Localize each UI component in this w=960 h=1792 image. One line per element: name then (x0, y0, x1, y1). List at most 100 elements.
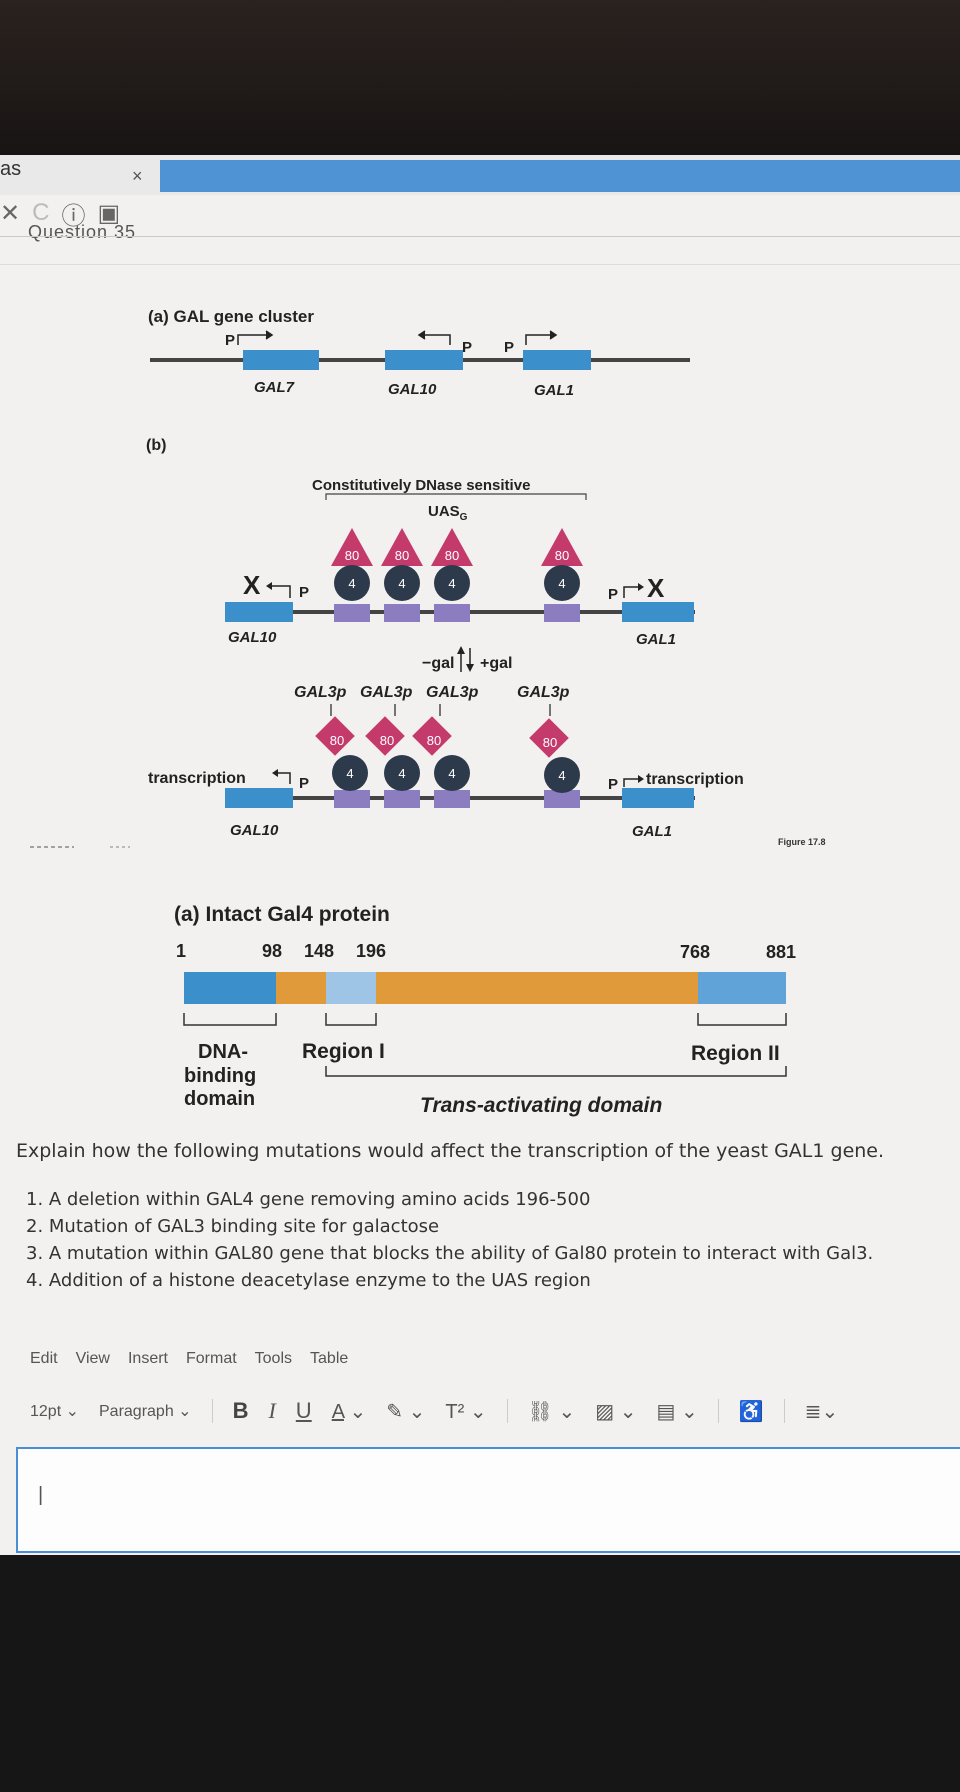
gal4-title: (a) Intact Gal4 protein (174, 903, 390, 926)
font-size-select[interactable]: 12pt ⌄ (30, 1403, 79, 1420)
active-tab-accent[interactable] (160, 160, 960, 192)
toolbar-divider (783, 1399, 785, 1423)
reader-icon[interactable]: ▣ (97, 199, 121, 227)
highlight-button[interactable]: ✎ ⌄ (386, 1399, 425, 1424)
gal1-label: GAL1 (636, 631, 676, 648)
image-button[interactable]: ▨ ⌄ (595, 1399, 636, 1424)
protein-4-label: 4 (398, 576, 405, 591)
menu-format[interactable]: Format (185, 1350, 237, 1367)
figure-caption: Figure 17.8 (778, 837, 826, 847)
protein-4-label: 4 (346, 766, 353, 781)
protein-4-label: 4 (448, 576, 455, 591)
document-button[interactable]: ▤ ⌄ (657, 1399, 698, 1424)
promoter-label: P (608, 586, 618, 603)
block-format-select[interactable]: Paragraph ⌄ (99, 1403, 192, 1420)
info-icon[interactable]: ⓘ (61, 202, 86, 230)
protein-80-label: 80 (445, 548, 459, 563)
protein-80-label: 80 (543, 735, 557, 750)
dnase-label: Constitutively DNase sensitive (312, 477, 530, 494)
tab-label[interactable]: as (0, 158, 22, 180)
minus-gal-label: −gal (422, 655, 454, 672)
menu-insert[interactable]: Insert (127, 1350, 168, 1367)
region-ii-segment (698, 972, 786, 1004)
region-i-segment (326, 972, 376, 1004)
dna-binding-label: domain (184, 1088, 255, 1110)
header-divider (0, 236, 960, 237)
linker-segment (276, 972, 326, 1004)
list-item: 3. A mutation within GAL80 gene that blo… (26, 1243, 874, 1264)
gene-gal1 (523, 350, 591, 370)
protein-80-label: 80 (395, 548, 409, 563)
protein-80-label: 80 (330, 733, 344, 748)
gal7-label: GAL7 (254, 379, 295, 396)
gal80-proteins (331, 528, 583, 566)
position-label: 148 (304, 941, 334, 961)
gene-gal1 (622, 788, 694, 808)
chevron-down-icon: ⌄ (469, 1400, 487, 1423)
toolbar-divider (717, 1399, 719, 1423)
dna-binding-domain-segment (184, 972, 276, 1004)
menu-edit[interactable]: Edit (30, 1350, 58, 1367)
align-button[interactable]: ≣⌄ (805, 1399, 839, 1424)
tab-close-icon[interactable]: × (132, 166, 143, 186)
dna-binding-label: binding (184, 1065, 256, 1087)
superscript-button[interactable]: T² ⌄ (445, 1400, 487, 1423)
position-label: 98 (262, 941, 282, 961)
accessibility-icon: ♿ (738, 1400, 764, 1423)
answer-editor[interactable] (16, 1447, 960, 1553)
region-ii-label: Region II (691, 1042, 780, 1065)
bold-button[interactable]: B (232, 1398, 249, 1423)
promoter-label: P (504, 339, 514, 356)
gal10-label: GAL10 (228, 629, 277, 646)
question-title: Question 35 (28, 222, 137, 242)
font-color-button[interactable]: A ⌄ (331, 1400, 367, 1423)
chevron-down-icon: ⌄ (619, 1400, 637, 1423)
chevron-down-icon: ⌄ (349, 1400, 367, 1423)
protein-4-label: 4 (398, 766, 405, 781)
middle-segment (376, 972, 698, 1004)
position-label: 1 (176, 941, 186, 961)
panel-a-label: (a) GAL gene cluster (148, 307, 314, 326)
dna-binding-label: DNA- (198, 1041, 248, 1063)
protein-80-label: 80 (427, 733, 441, 748)
gene-gal10 (385, 350, 463, 370)
promoter-arrow (623, 778, 640, 787)
underline-button[interactable]: U (295, 1398, 312, 1423)
align-icon: ≣ (804, 1400, 822, 1423)
position-label: 768 (680, 942, 710, 962)
gal10-label: GAL10 (230, 822, 279, 839)
accessibility-button[interactable]: ♿ (739, 1399, 764, 1424)
transcription-label: transcription (646, 771, 744, 788)
top-dark-area (0, 0, 960, 160)
uas-boxes (334, 604, 580, 622)
gene-gal7 (243, 350, 319, 370)
promoter-label: P (299, 775, 309, 792)
protein-80-label: 80 (380, 733, 394, 748)
gal3p-label: GAL3p (294, 684, 347, 701)
link-icon: ⛓ (527, 1400, 553, 1423)
transcription-label: transcription (148, 770, 246, 787)
mutation-list: 1. A deletion within GAL4 gene removing … (26, 1186, 873, 1294)
gene-gal1 (622, 602, 694, 622)
chevron-down-icon: ⌄ (65, 1403, 79, 1420)
gene-gal10 (225, 602, 293, 622)
image-icon: ▨ (595, 1400, 615, 1423)
italic-button[interactable]: I (268, 1398, 276, 1423)
highlight-icon: ✎ (386, 1400, 404, 1423)
list-item: 2. Mutation of GAL3 binding site for gal… (26, 1216, 440, 1237)
menu-tools[interactable]: Tools (254, 1350, 293, 1367)
reload-icon[interactable]: C (32, 199, 50, 226)
toolbar-divider (506, 1399, 508, 1423)
close-icon[interactable]: ✕ (0, 199, 21, 227)
gal3p-label: GAL3p (426, 684, 479, 701)
position-label: 196 (356, 941, 386, 961)
uas-label: UASG (428, 503, 468, 523)
menu-table[interactable]: Table (310, 1350, 349, 1367)
plus-gal-label: +gal (480, 655, 512, 672)
link-button[interactable]: ⛓ ⌄ (528, 1399, 576, 1424)
document-icon: ▤ (656, 1400, 676, 1423)
gal-regulation-figure: (a) GAL gene cluster P P P GAL7 GAL10 GA… (30, 307, 826, 848)
menu-view[interactable]: View (75, 1350, 110, 1367)
